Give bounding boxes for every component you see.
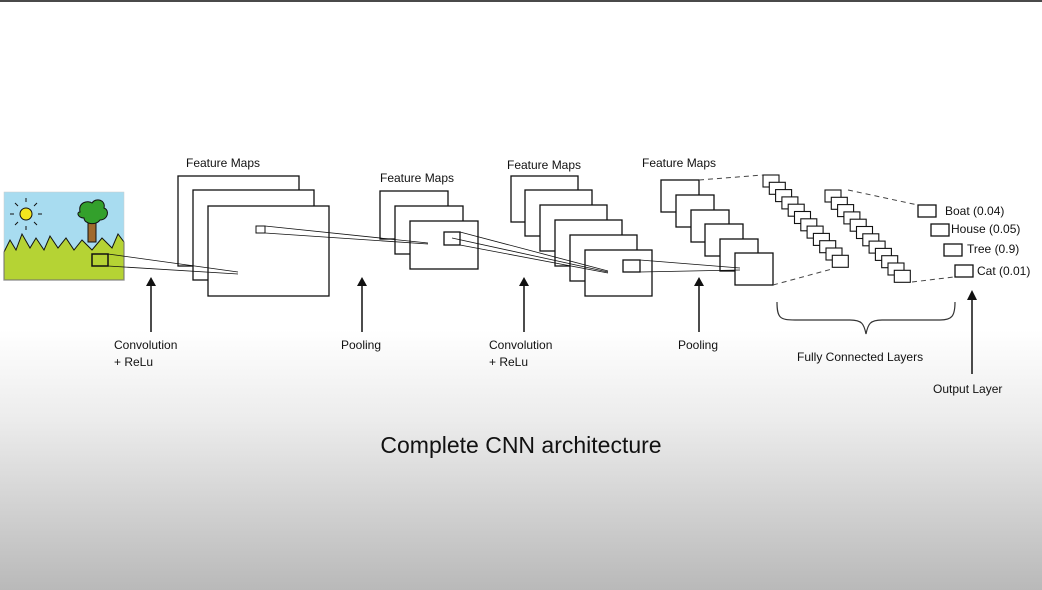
connect-input-fm1 <box>107 253 239 275</box>
output-label-cat: Cat (0.01) <box>977 264 1030 278</box>
output-label-boat: Boat (0.04) <box>945 204 1004 218</box>
label-pool1: Pooling <box>341 338 381 352</box>
pooled-maps-2 <box>660 179 774 286</box>
pooled-maps-1 <box>379 190 479 270</box>
output-node-cat <box>954 264 974 278</box>
label-output-layer: Output Layer <box>933 382 1002 396</box>
cnn-diagram: Boat (0.04) House (0.05) Tree (0.9) Cat … <box>3 156 1030 396</box>
input-receptive-field <box>91 253 109 267</box>
output-label-house: House (0.05) <box>951 222 1020 236</box>
fc-brace <box>776 301 956 335</box>
label-conv2-line1: Convolution <box>489 338 552 352</box>
label-conv1-line1: Convolution <box>114 338 177 352</box>
output-node-boat <box>917 204 937 218</box>
output-node-house <box>930 223 950 237</box>
connect-pool1-fm2 <box>451 231 609 274</box>
label-feature-maps-1: Feature Maps <box>186 156 260 170</box>
connect-fm2-pool2 <box>639 259 741 273</box>
fc-node <box>893 269 911 283</box>
label-conv2-line2: + ReLu <box>489 355 528 369</box>
label-feature-maps-4: Feature Maps <box>642 156 716 170</box>
input-grass <box>3 232 125 281</box>
fully-connected-layers <box>762 174 911 283</box>
feature-maps-2 <box>510 175 653 297</box>
stage-arrows <box>146 277 977 374</box>
fc-dashed-connectors <box>698 174 955 286</box>
input-image <box>3 191 125 281</box>
slide-caption: Complete CNN architecture <box>380 432 662 458</box>
label-feature-maps-3: Feature Maps <box>507 158 581 172</box>
tree-icon <box>77 199 108 243</box>
label-fully-connected: Fully Connected Layers <box>797 350 923 364</box>
connect-fm1-pool1 <box>264 225 429 245</box>
label-pool2: Pooling <box>678 338 718 352</box>
label-feature-maps-2: Feature Maps <box>380 171 454 185</box>
output-node-tree <box>943 243 963 257</box>
input-border <box>3 191 125 281</box>
output-label-tree: Tree (0.9) <box>967 242 1019 256</box>
sun-icon <box>10 198 42 230</box>
fc-node <box>831 254 849 268</box>
output-nodes <box>917 204 974 278</box>
label-conv1-line2: + ReLu <box>114 355 153 369</box>
